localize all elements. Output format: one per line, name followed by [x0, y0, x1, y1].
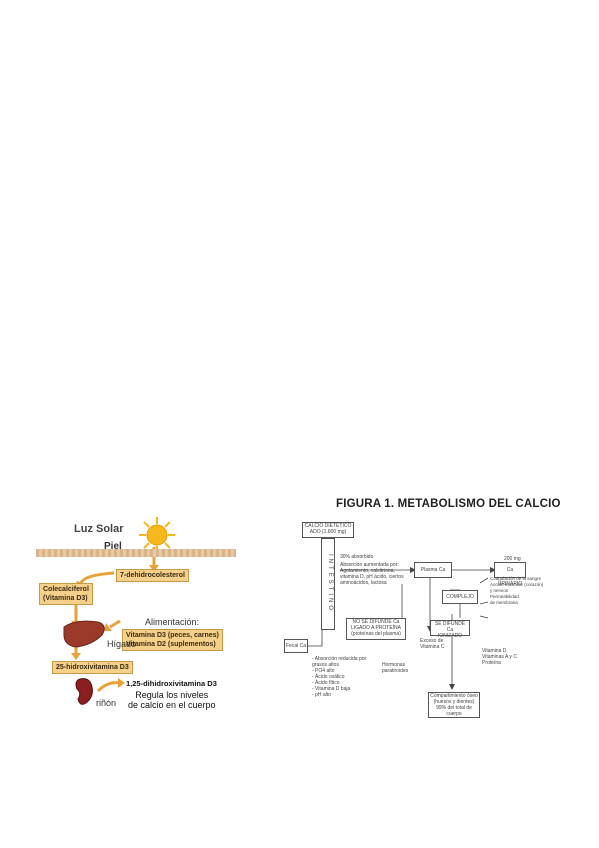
vitamin-d-diagram: Luz Solar Piel 7-dehidrocolesterol Colec…: [36, 515, 236, 715]
sun-icon: [139, 517, 175, 553]
liver-icon: [63, 620, 105, 648]
step-7-dehydrocholesterol: 7-dehidrocolesterol: [116, 569, 189, 582]
urinary-amount: 200 mg: [504, 556, 521, 562]
bone-compartment-box: Compartimiento óseo (huesos y dientes) 9…: [428, 692, 480, 718]
diffusible-calcium-box: SE DIFUNDE Ca IONIZADO: [430, 620, 470, 639]
skin-label: Piel: [104, 541, 122, 552]
fecal-calcium-box: Fecal Ca: [284, 639, 308, 653]
step-25-hydroxyvitamin: 25-hidroxivitamina D3: [52, 661, 133, 674]
plasma-effects: Coagulación de la sangre Acción muscular…: [490, 576, 544, 605]
kidney-label: riñón: [96, 698, 117, 708]
sun-label: Luz Solar: [74, 523, 124, 535]
kidney-icon: [75, 678, 93, 705]
dietary-calcium-box: CALCIO DIETÉTICO ADO (1.800 mg): [302, 522, 354, 538]
complex-box: COMPLEJO: [442, 590, 478, 604]
absorption-reducers: - Absorción reducida por grasos altos - …: [312, 656, 367, 698]
absorbed-percent: 30% absorbido: [340, 554, 374, 560]
non-diffusible-calcium-box: NO SE DIFUNDE Ca LIGADO A PROTEÍNA (prot…: [346, 618, 406, 640]
bone-nutrients: Vitamina D Vitaminas A y C Proteína: [482, 648, 517, 666]
calcium-metabolism-figure: FIGURA 1. METABOLISMO DEL CALCIO CALCIO …: [282, 498, 560, 733]
plasma-calcium-box: Plasma Ca: [414, 562, 452, 578]
absorption-factors: Absorción aumentada por: Agotamiento, ca…: [340, 562, 404, 586]
intestine-box: INTESTINO: [321, 538, 335, 630]
vitamin-c-excess: Exceso de Vitamina C: [420, 638, 445, 650]
regulates-text: Regula los niveles de calcio en el cuerp…: [128, 690, 216, 710]
parathyroid-hormones: Hormonas paratiroides: [382, 662, 409, 674]
step-calcitriol: 1,25-dihidroxivitamina D3: [126, 679, 217, 688]
liver-label: Hígado: [107, 639, 137, 649]
food-label: Alimentación:: [145, 617, 200, 627]
figure-title: FIGURA 1. METABOLISMO DEL CALCIO: [336, 498, 561, 510]
urinary-calcium-box: Ca URINARIO: [494, 562, 526, 587]
dietary-sources-box: Vitamina D3 (peces, carnes) Vitamina D2 …: [122, 629, 223, 651]
step-cholecalciferol: Colecalciferol (Vitamina D3): [39, 583, 93, 605]
skin-layer: [36, 549, 236, 557]
